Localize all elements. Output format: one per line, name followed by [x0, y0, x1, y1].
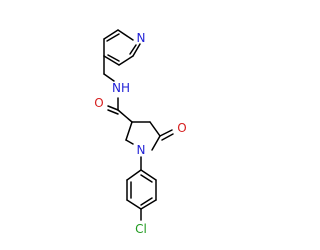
amide-nh-label: NH: [112, 81, 130, 95]
bond: [159, 129, 173, 137]
bond: [161, 133, 174, 141]
bond: [103, 73, 115, 82]
atom-labels: N NH O N O Cl: [94, 31, 186, 236]
bond: [129, 44, 137, 55]
bond: [107, 54, 120, 62]
bond: [149, 121, 161, 137]
lactam-oxygen-label: O: [177, 121, 186, 135]
structure-canvas: N NH O N O Cl: [94, 29, 187, 236]
bond: [118, 55, 134, 66]
bond: [132, 43, 141, 57]
bond: [107, 109, 119, 115]
bond: [126, 199, 142, 210]
amide-oxygen-label: O: [94, 96, 103, 110]
bond: [103, 29, 119, 40]
bond: [103, 55, 120, 66]
bond: [140, 199, 157, 210]
bond: [107, 105, 119, 111]
bond: [117, 29, 134, 41]
bond: [126, 169, 142, 181]
molecule-diagram: N NH O N O Cl: [94, 29, 187, 236]
bond: [140, 169, 157, 181]
bond: [140, 174, 153, 183]
bonds: [103, 29, 174, 221]
bond: [117, 109, 133, 123]
bond: [106, 33, 120, 42]
pyridine-nitrogen-label: N: [137, 31, 146, 45]
bond: [125, 139, 134, 145]
bond: [140, 197, 153, 206]
chlorine-label: Cl: [135, 222, 147, 236]
bond: [125, 121, 133, 141]
bond: [151, 135, 161, 151]
ring-nitrogen-label: N: [137, 143, 146, 157]
